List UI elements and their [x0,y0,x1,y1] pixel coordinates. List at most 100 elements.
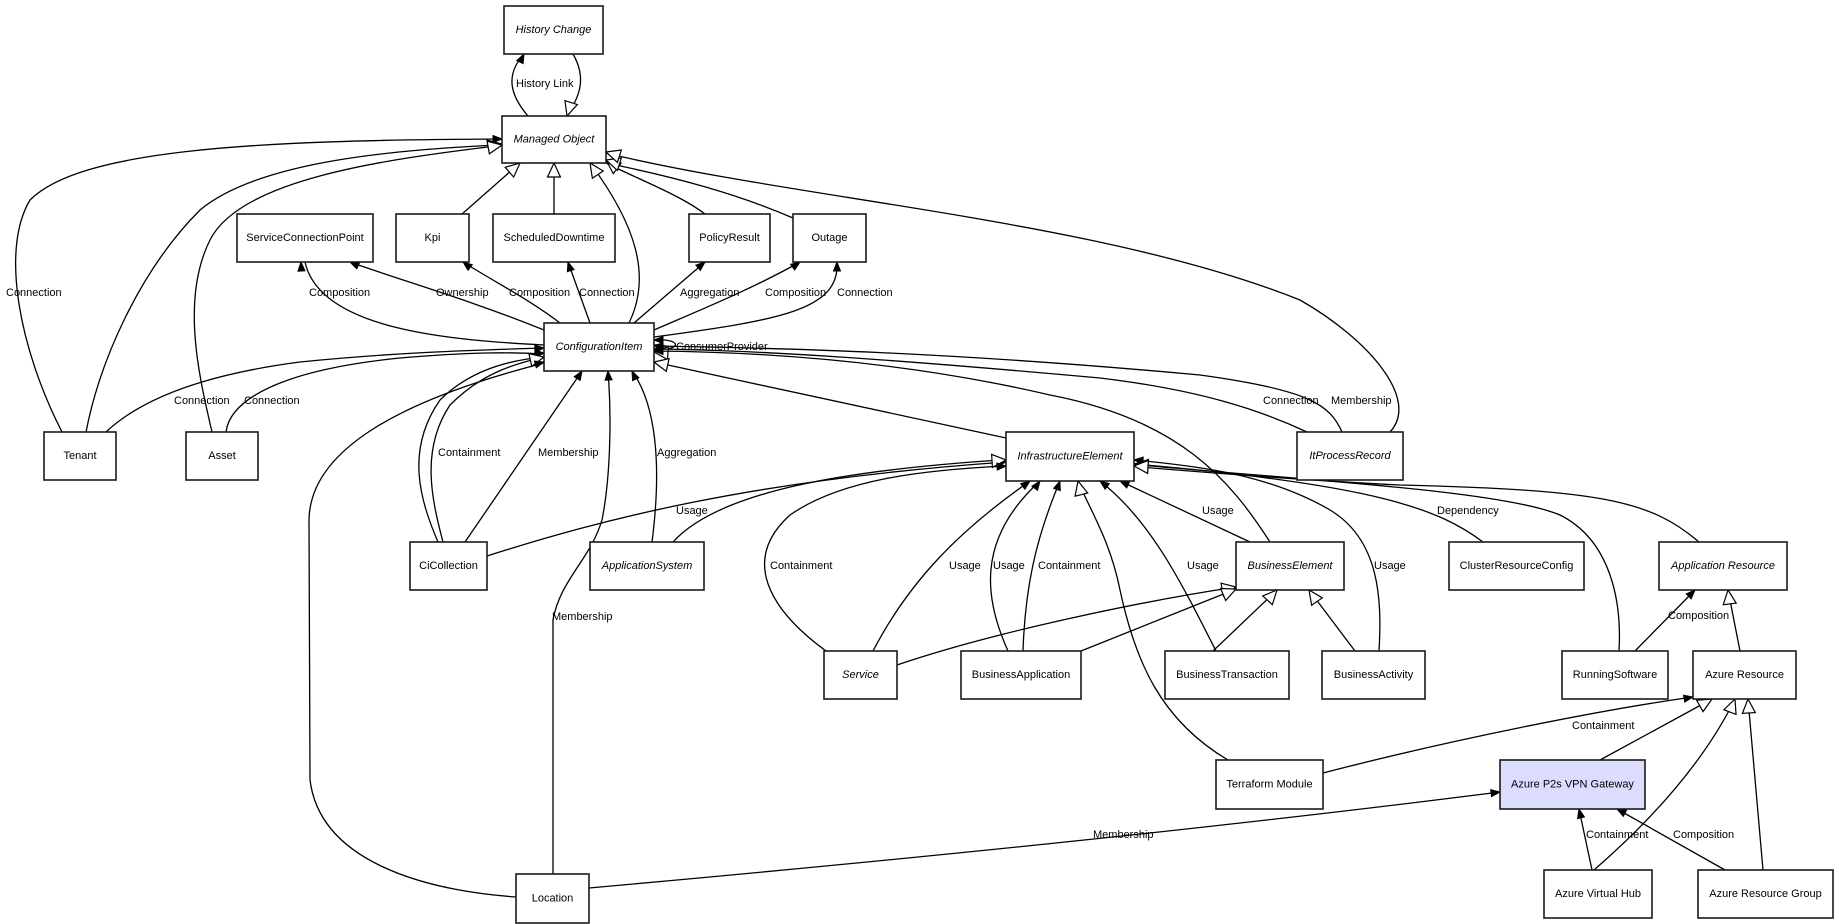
node-infrastructure-element[interactable]: InfrastructureElement [1005,431,1135,482]
node-business-application[interactable]: BusinessApplication [960,650,1082,700]
node-box[interactable] [503,5,604,55]
node-ci-collection[interactable]: CiCollection [409,541,488,591]
node-location[interactable]: Location [515,873,590,924]
edge-line [1119,480,1251,543]
node-kpi[interactable]: Kpi [395,213,470,263]
hollow-triangle-arrow-icon [1722,697,1737,716]
node-service[interactable]: Service [823,650,898,700]
edge-line [653,261,801,331]
node-box[interactable] [501,115,607,164]
node-box[interactable] [1543,869,1653,919]
edge-line [653,345,1343,433]
node-box[interactable] [1296,431,1404,481]
hollow-triangle-arrow-icon [504,162,522,179]
node-box[interactable] [236,213,374,263]
edge-application-resource-to-infrastructure-element-inheritance [1132,459,1700,543]
node-box[interactable] [1499,759,1646,810]
node-box[interactable] [1697,869,1834,919]
edge-managed-object-to-history-change-history-link [511,52,529,117]
node-box[interactable] [515,873,590,924]
node-box[interactable] [395,213,470,263]
node-asset[interactable]: Asset [185,431,259,481]
node-cluster-resource-config[interactable]: ClusterResourceConfig [1448,541,1585,591]
node-box[interactable] [1235,541,1345,591]
node-label: ScheduledDowntime [504,232,605,244]
node-terraform-module[interactable]: Terraform Module [1215,759,1324,810]
hollow-triangle-arrow-icon [1261,588,1278,606]
edge-configuration-item-to-kpi-composition [461,261,561,324]
node-application-system[interactable]: ApplicationSystem [589,541,705,591]
node-box[interactable] [1164,650,1290,700]
node-label: PolicyResult [699,232,760,244]
node-box[interactable] [1658,541,1788,591]
edge-label: Aggregation [657,447,716,459]
node-it-process-record[interactable]: ItProcessRecord [1296,431,1404,481]
node-box[interactable] [1561,650,1669,700]
edge-location-to-configuration-item-association [308,360,546,898]
node-business-activity[interactable]: BusinessActivity [1321,650,1426,700]
edge-label: Usage [949,560,981,572]
edge-label: Containment [438,447,500,459]
edge-label: Connection [174,395,230,407]
node-box[interactable] [543,322,655,372]
edge-label: Usage [1187,560,1219,572]
node-azure-resource[interactable]: Azure Resource [1692,650,1797,700]
edge-line [225,352,545,433]
node-history-change[interactable]: History Change [503,5,604,55]
node-service-connection-point[interactable]: ServiceConnectionPoint [236,213,374,263]
edge-line [349,261,545,331]
hollow-triangle-arrow-icon [564,99,579,118]
node-box[interactable] [1215,759,1324,810]
edge-line [1593,698,1736,871]
edge-label: Connection [1263,395,1319,407]
edge-business-application-to-business-element-inheritance [1080,587,1238,652]
node-managed-object[interactable]: Managed Object [501,115,607,164]
edge-line [1634,589,1696,652]
edge-line [896,586,1237,666]
node-box[interactable] [688,213,771,263]
edge-label: Usage [676,505,708,517]
edge-line [653,361,1007,439]
node-box[interactable] [43,431,117,481]
edge-tenant-to-configuration-item-connection [105,344,546,433]
node-box[interactable] [185,431,259,481]
edge-line [672,459,1001,543]
node-label: InfrastructureElement [1017,451,1123,463]
node-tenant[interactable]: Tenant [43,431,117,481]
edge-line [1578,808,1593,871]
node-application-resource[interactable]: Application Resource [1658,541,1788,591]
filled-arrow-icon [1019,480,1032,491]
node-box[interactable] [409,541,488,591]
node-scheduled-downtime[interactable]: ScheduledDowntime [492,213,616,263]
node-outage[interactable]: Outage [792,213,867,263]
edge-line [653,261,838,338]
node-box[interactable] [792,213,867,263]
node-label: Location [532,893,574,905]
node-policy-result[interactable]: PolicyResult [688,213,771,263]
edge-line [1077,480,1229,761]
filled-arrow-icon [1685,589,1696,600]
edge-business-element-to-infrastructure-element-usage [1118,480,1251,543]
node-azure-virtual-hub[interactable]: Azure Virtual Hub [1543,869,1653,919]
filled-arrow-icon [533,360,546,369]
node-box[interactable] [823,650,898,700]
node-azure-resource-group[interactable]: Azure Resource Group [1697,869,1834,919]
node-box[interactable] [1448,541,1585,591]
node-box[interactable] [1005,431,1135,482]
node-box[interactable] [492,213,616,263]
node-running-software[interactable]: RunningSoftware [1561,650,1669,700]
node-box[interactable] [1321,650,1426,700]
edge-label: Composition [309,287,370,299]
node-box[interactable] [1692,650,1797,700]
node-azure-p2s-vpn-gateway[interactable]: Azure P2s VPN Gateway [1499,759,1646,810]
node-business-element[interactable]: BusinessElement [1235,541,1345,591]
node-box[interactable] [589,541,705,591]
node-business-transaction[interactable]: BusinessTransaction [1164,650,1290,700]
filled-arrow-icon [996,462,1008,471]
node-configuration-item[interactable]: ConfigurationItem [543,322,655,372]
edge-asset-to-configuration-item-connection [225,349,546,433]
filled-arrow-icon [1577,807,1586,820]
node-box[interactable] [960,650,1082,700]
